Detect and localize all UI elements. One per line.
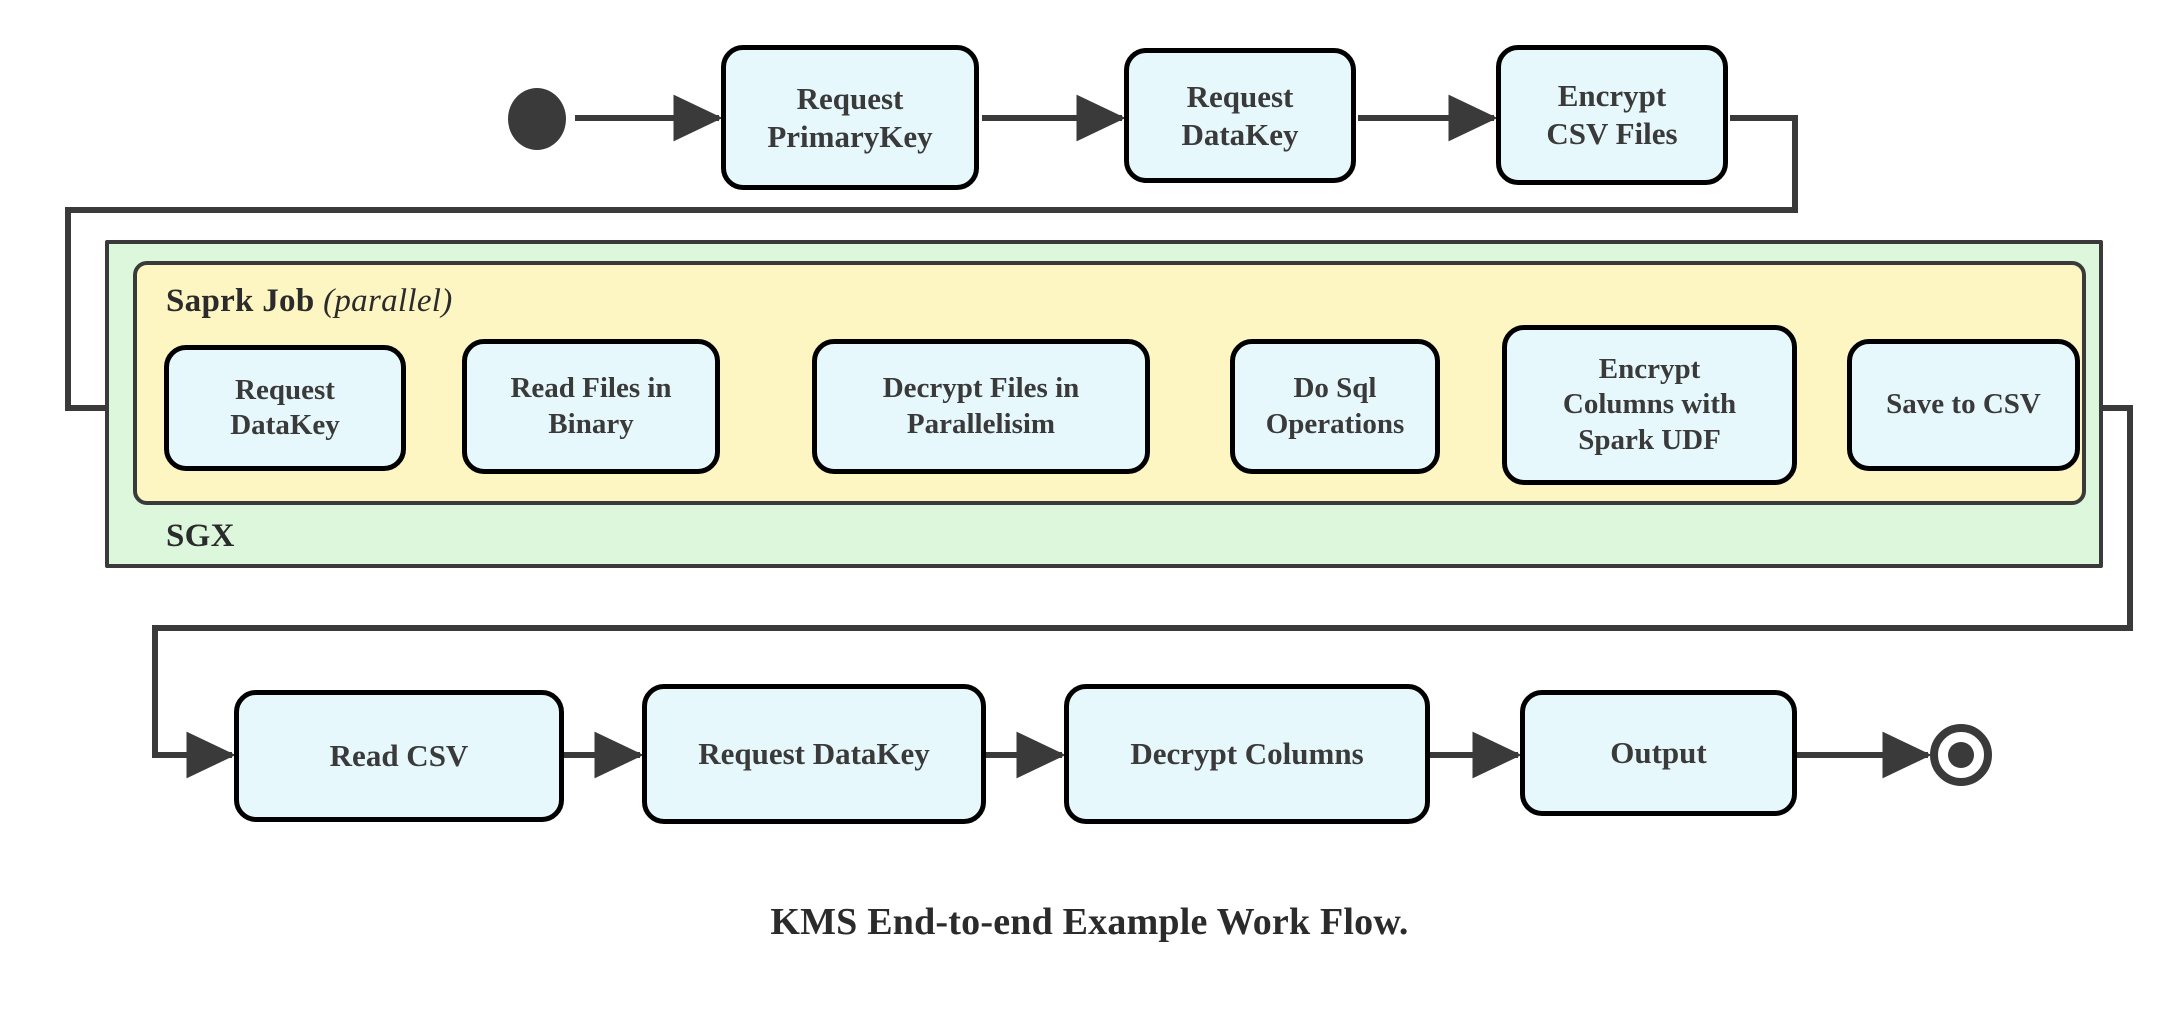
node-request-datakey-bottom[interactable]: Request DataKey	[642, 684, 986, 824]
node-decrypt-columns[interactable]: Decrypt Columns	[1064, 684, 1430, 824]
end-node	[1930, 724, 1992, 786]
start-node	[508, 88, 566, 150]
node-request-datakey-spark[interactable]: Request DataKey	[164, 345, 406, 471]
diagram-caption: KMS End-to-end Example Work Flow.	[770, 901, 1409, 943]
end-node-inner	[1948, 742, 1974, 768]
group-spark-job-label: Saprk Job (parallel)	[166, 283, 453, 320]
node-request-datakey-top[interactable]: Request DataKey	[1124, 48, 1356, 183]
node-decrypt-files-in-parallelisim[interactable]: Decrypt Files in Parallelisim	[812, 339, 1150, 474]
node-request-primarykey[interactable]: Request PrimaryKey	[721, 45, 979, 190]
node-save-to-csv[interactable]: Save to CSV	[1847, 339, 2080, 471]
node-output[interactable]: Output	[1520, 690, 1797, 816]
group-spark-job-title: Saprk Job	[166, 283, 315, 319]
group-spark-job-subtitle: (parallel)	[323, 283, 453, 319]
node-encrypt-csv-files[interactable]: Encrypt CSV Files	[1496, 45, 1728, 185]
node-do-sql-operations[interactable]: Do Sql Operations	[1230, 339, 1440, 474]
node-encrypt-columns-with-spark-udf[interactable]: Encrypt Columns with Spark UDF	[1502, 325, 1797, 485]
node-read-csv[interactable]: Read CSV	[234, 690, 564, 822]
group-sgx-label: SGX	[166, 518, 235, 554]
node-read-files-in-binary[interactable]: Read Files in Binary	[462, 339, 720, 474]
